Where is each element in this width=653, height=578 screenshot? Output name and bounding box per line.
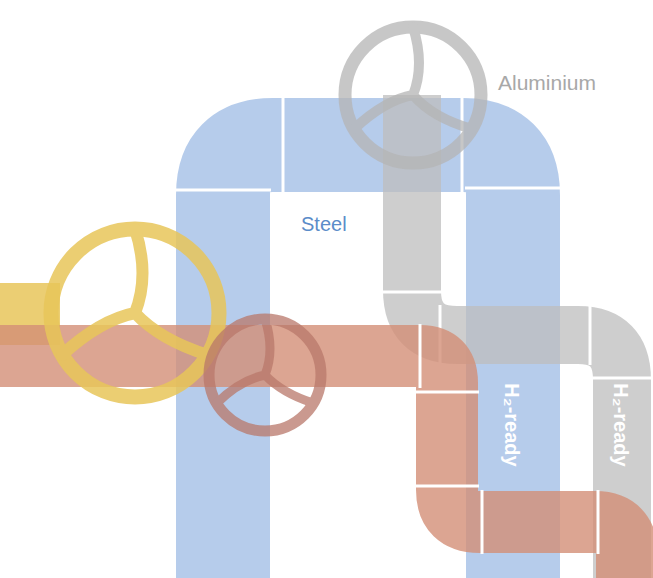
h2-label: H₂-ready bbox=[502, 383, 522, 466]
h2-label: H₂-ready bbox=[611, 383, 631, 466]
copper-valve bbox=[209, 319, 321, 431]
yellow-valve bbox=[51, 229, 219, 397]
copper-joints bbox=[415, 324, 598, 554]
material-label: Aluminium bbox=[498, 72, 596, 93]
material-label: Steel bbox=[301, 214, 347, 234]
aluminium-valve bbox=[345, 27, 481, 163]
